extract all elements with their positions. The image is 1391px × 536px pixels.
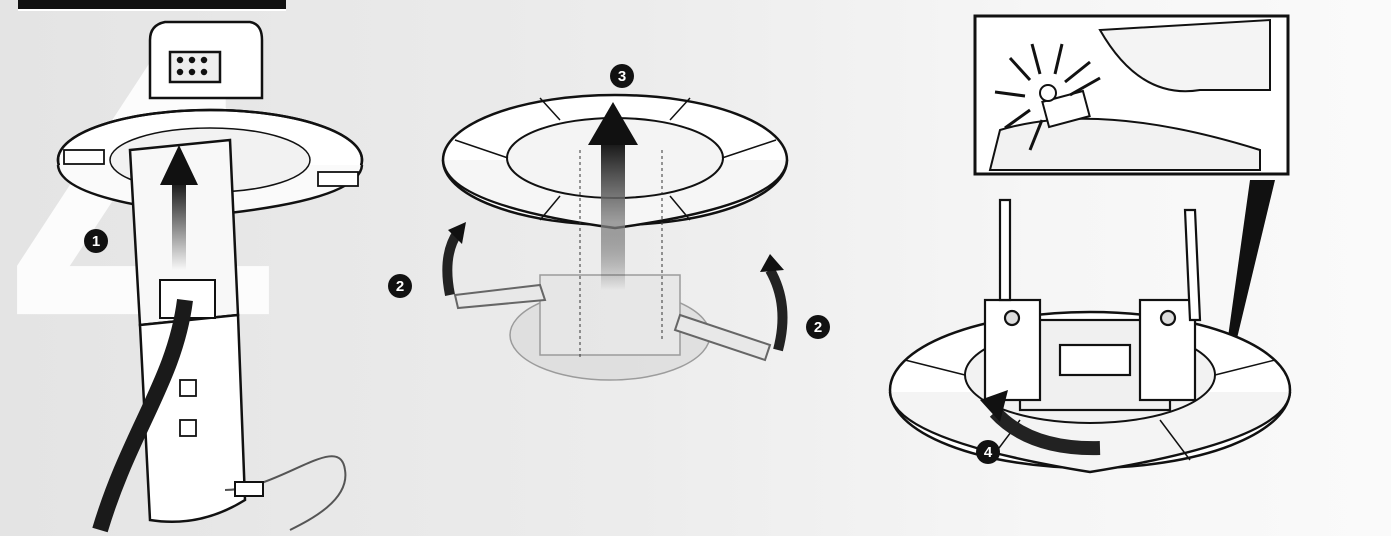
lift-arrow-up — [588, 102, 638, 290]
insert-arrow-up — [160, 145, 198, 270]
thin-wire — [224, 455, 347, 531]
callout-4: 4 — [976, 440, 1000, 464]
rotate-arrow-right — [765, 267, 788, 352]
click-burst-lines — [994, 43, 1101, 151]
panel-fold-clips — [441, 93, 789, 381]
header-bar — [18, 0, 286, 11]
rotate-arrow-lock — [989, 407, 1101, 456]
panel-insert-cradle — [56, 20, 364, 533]
cradle-top-clip — [148, 20, 264, 100]
callout-1: 1 — [84, 229, 108, 253]
callout-2-left: 2 — [388, 274, 412, 298]
callout-3: 3 — [610, 64, 634, 88]
detail-inset — [973, 14, 1290, 176]
callout-2-right: 2 — [806, 315, 830, 339]
spring-clips — [453, 283, 772, 362]
mount-base-shadow — [509, 274, 711, 381]
mount-bracket — [983, 198, 1202, 412]
cable — [92, 299, 193, 533]
alignment-guides — [579, 150, 663, 360]
wire-connector — [234, 481, 264, 497]
